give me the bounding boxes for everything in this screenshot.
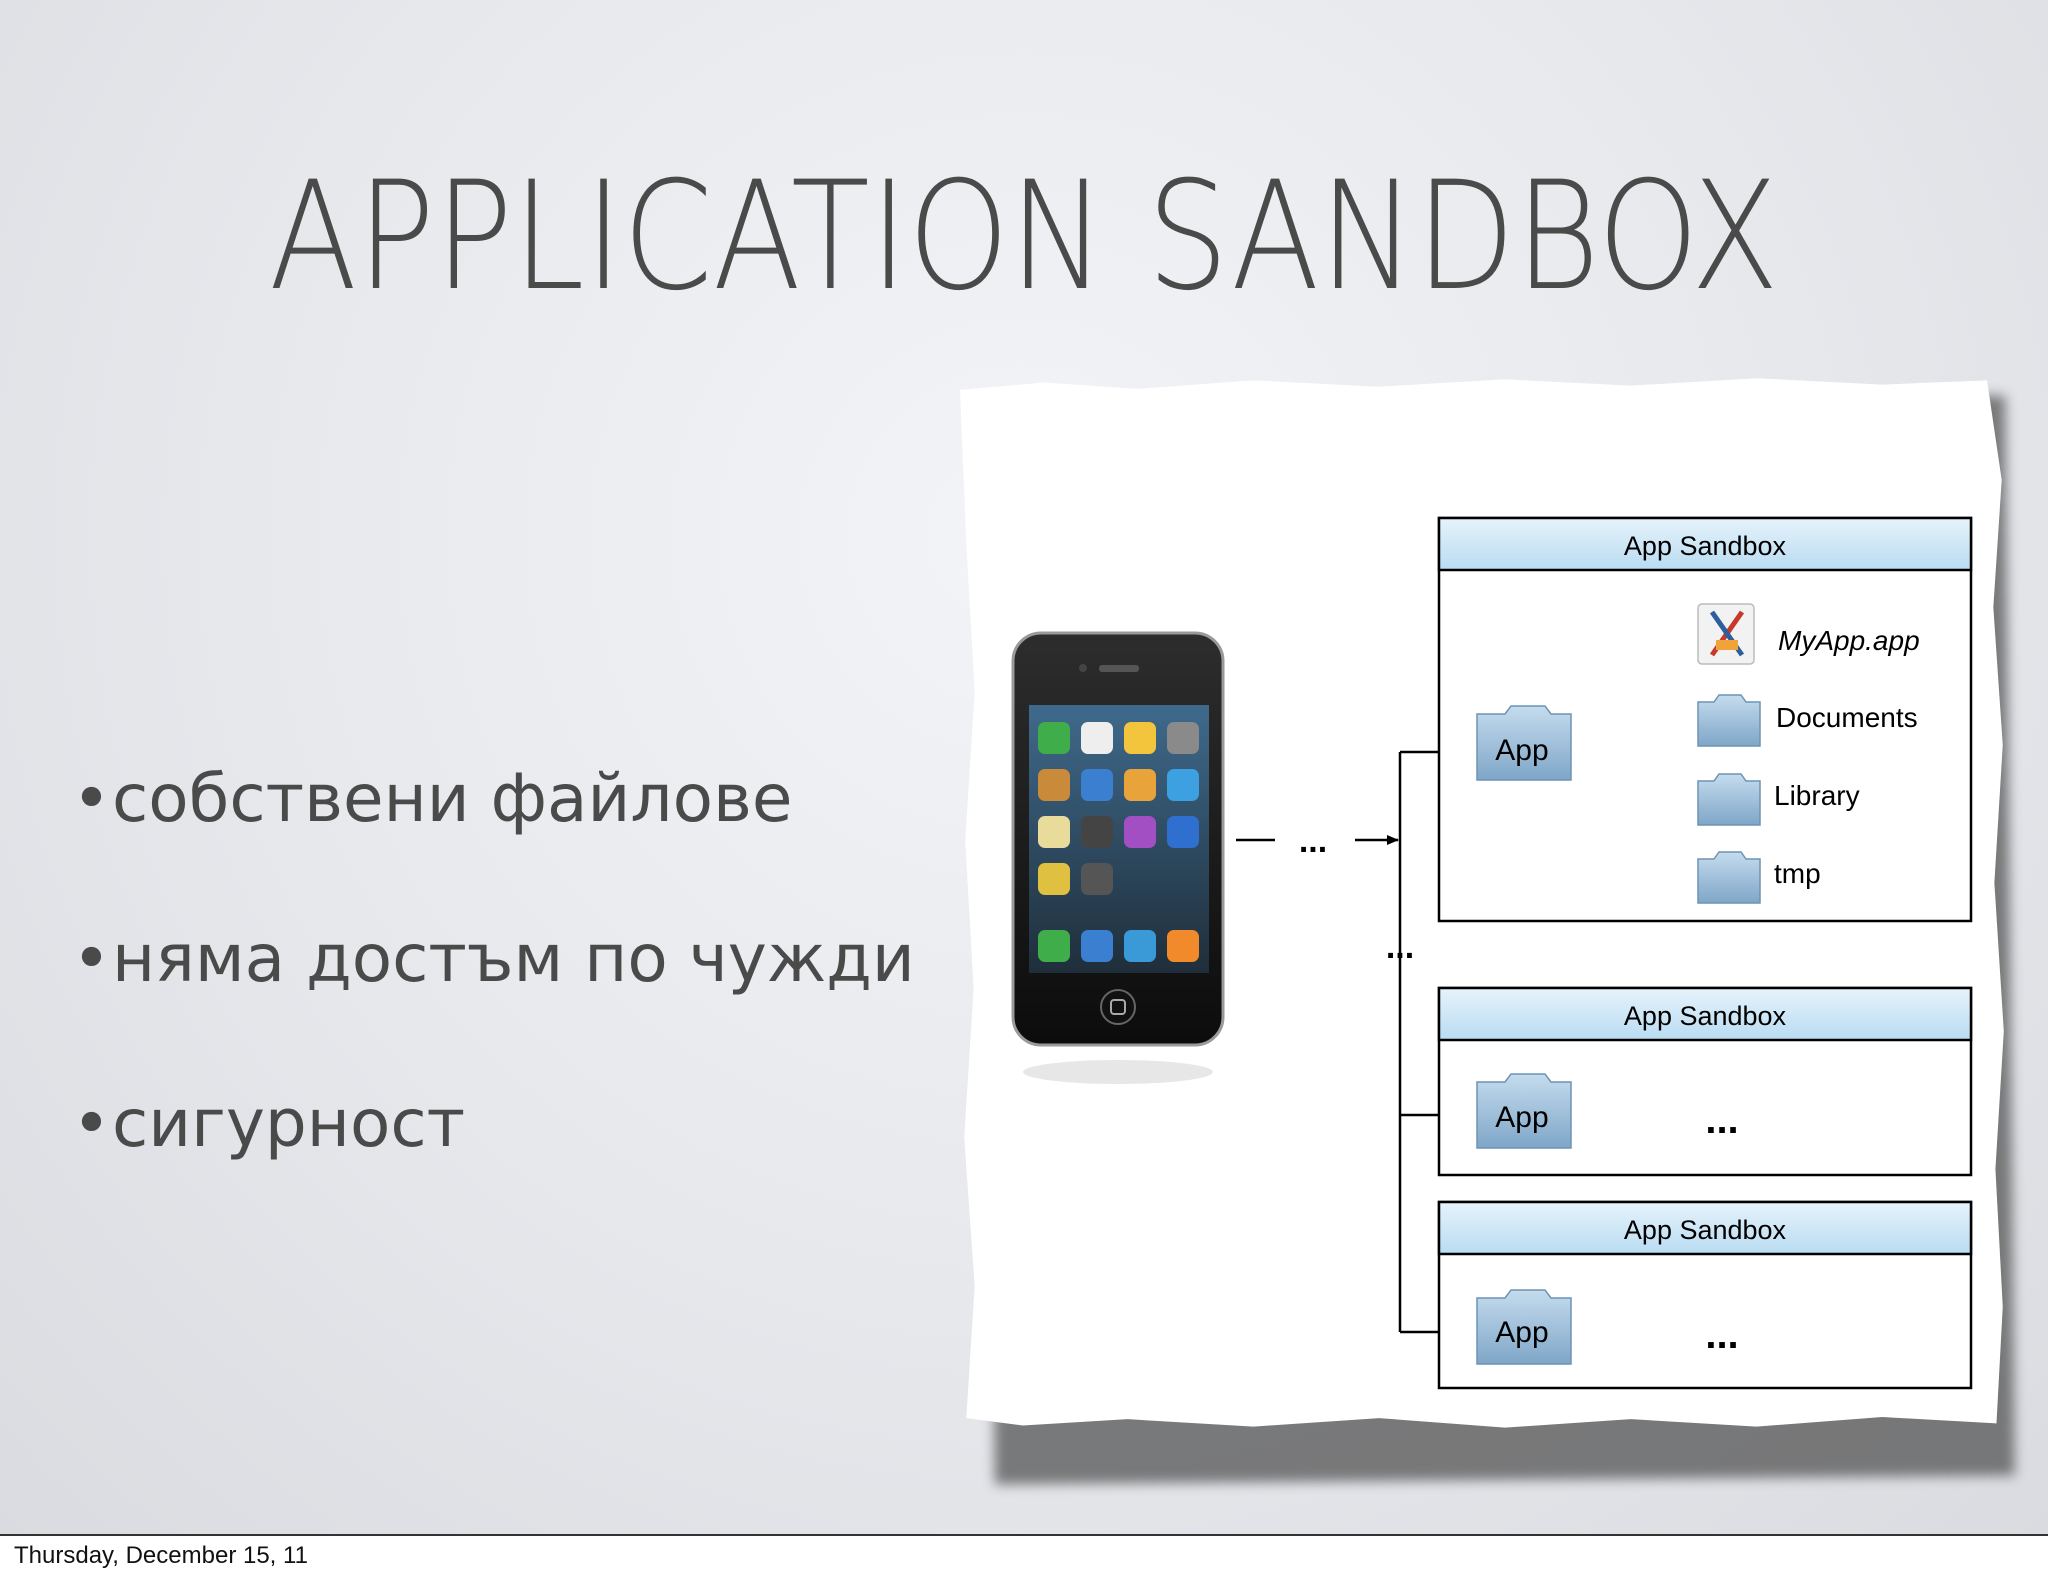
iphone-icon <box>1011 631 1225 1084</box>
app-label: App <box>1495 1316 1548 1349</box>
sandbox-header: App Sandbox <box>1624 1001 1787 1031</box>
app-tile-icon <box>1038 769 1070 801</box>
ellipsis-text: ... <box>1705 1313 1738 1357</box>
folder-icon <box>1476 1073 1572 1149</box>
sandbox-box: App Sandbox App MyApp.app Documents Libr… <box>1437 516 1973 923</box>
ellipsis-text: ... <box>1386 928 1414 966</box>
folder-icon <box>1697 851 1761 904</box>
app-tile-icon <box>1124 722 1156 754</box>
app-tile-icon <box>1081 816 1113 848</box>
folder-icon <box>1697 694 1761 747</box>
item-label: Documents <box>1776 702 1918 733</box>
xcode-app-icon <box>1697 603 1755 665</box>
app-tile-icon <box>1167 816 1199 848</box>
sandbox-diagram: ... ... App Sandbox App MyApp.app Docume… <box>1011 516 1973 1390</box>
sandbox-header: App Sandbox <box>1624 531 1787 561</box>
ellipsis-text: ... <box>1705 1098 1738 1142</box>
bullet-dot: • <box>72 1085 111 1162</box>
app-label: App <box>1495 734 1548 767</box>
slide-title: APPLICATION SANDBOX <box>268 150 1780 324</box>
folder-icon <box>1476 1289 1572 1365</box>
bullet-text: няма достъм по чужди <box>112 920 915 997</box>
app-tile-icon <box>1081 863 1113 895</box>
item-label: Library <box>1774 780 1860 811</box>
footer-date: Thursday, December 15, 11 <box>14 1542 308 1569</box>
folder-icon <box>1476 705 1572 781</box>
folder-icon <box>1697 773 1761 826</box>
sandbox-header: App Sandbox <box>1624 1215 1787 1245</box>
bullet-dot: • <box>72 760 111 837</box>
sandbox-box: App Sandbox App ... <box>1437 986 1973 1177</box>
bullet-text: собствени файлове <box>112 760 793 837</box>
ellipsis-text: ... <box>1299 822 1327 860</box>
app-tile-icon <box>1167 769 1199 801</box>
dock-app-icon <box>1124 930 1156 962</box>
app-tile-icon <box>1038 722 1070 754</box>
app-tile-icon <box>1081 722 1113 754</box>
dock-app-icon <box>1081 930 1113 962</box>
app-tile-icon <box>1038 863 1070 895</box>
bullet-item: •сигурност <box>72 1085 465 1162</box>
bullet-item: •собствени файлове <box>72 760 792 837</box>
slide: APPLICATION SANDBOX •собствени файлове •… <box>0 0 2048 1536</box>
dock-app-icon <box>1038 930 1070 962</box>
app-tile-icon <box>1167 722 1199 754</box>
app-tile-icon <box>1124 816 1156 848</box>
item-label: tmp <box>1774 858 1821 889</box>
bullet-text: сигурност <box>112 1085 466 1162</box>
bullet-dot: • <box>72 920 111 997</box>
sandbox-box: App Sandbox App ... <box>1437 1200 1973 1390</box>
bullet-item: •няма достъм по чужди <box>72 920 915 997</box>
app-label: App <box>1495 1101 1548 1134</box>
app-tile-icon <box>1081 769 1113 801</box>
app-tile-icon <box>1038 816 1070 848</box>
app-tile-icon <box>1124 769 1156 801</box>
dock-app-icon <box>1167 930 1199 962</box>
item-label: MyApp.app <box>1778 625 1920 656</box>
